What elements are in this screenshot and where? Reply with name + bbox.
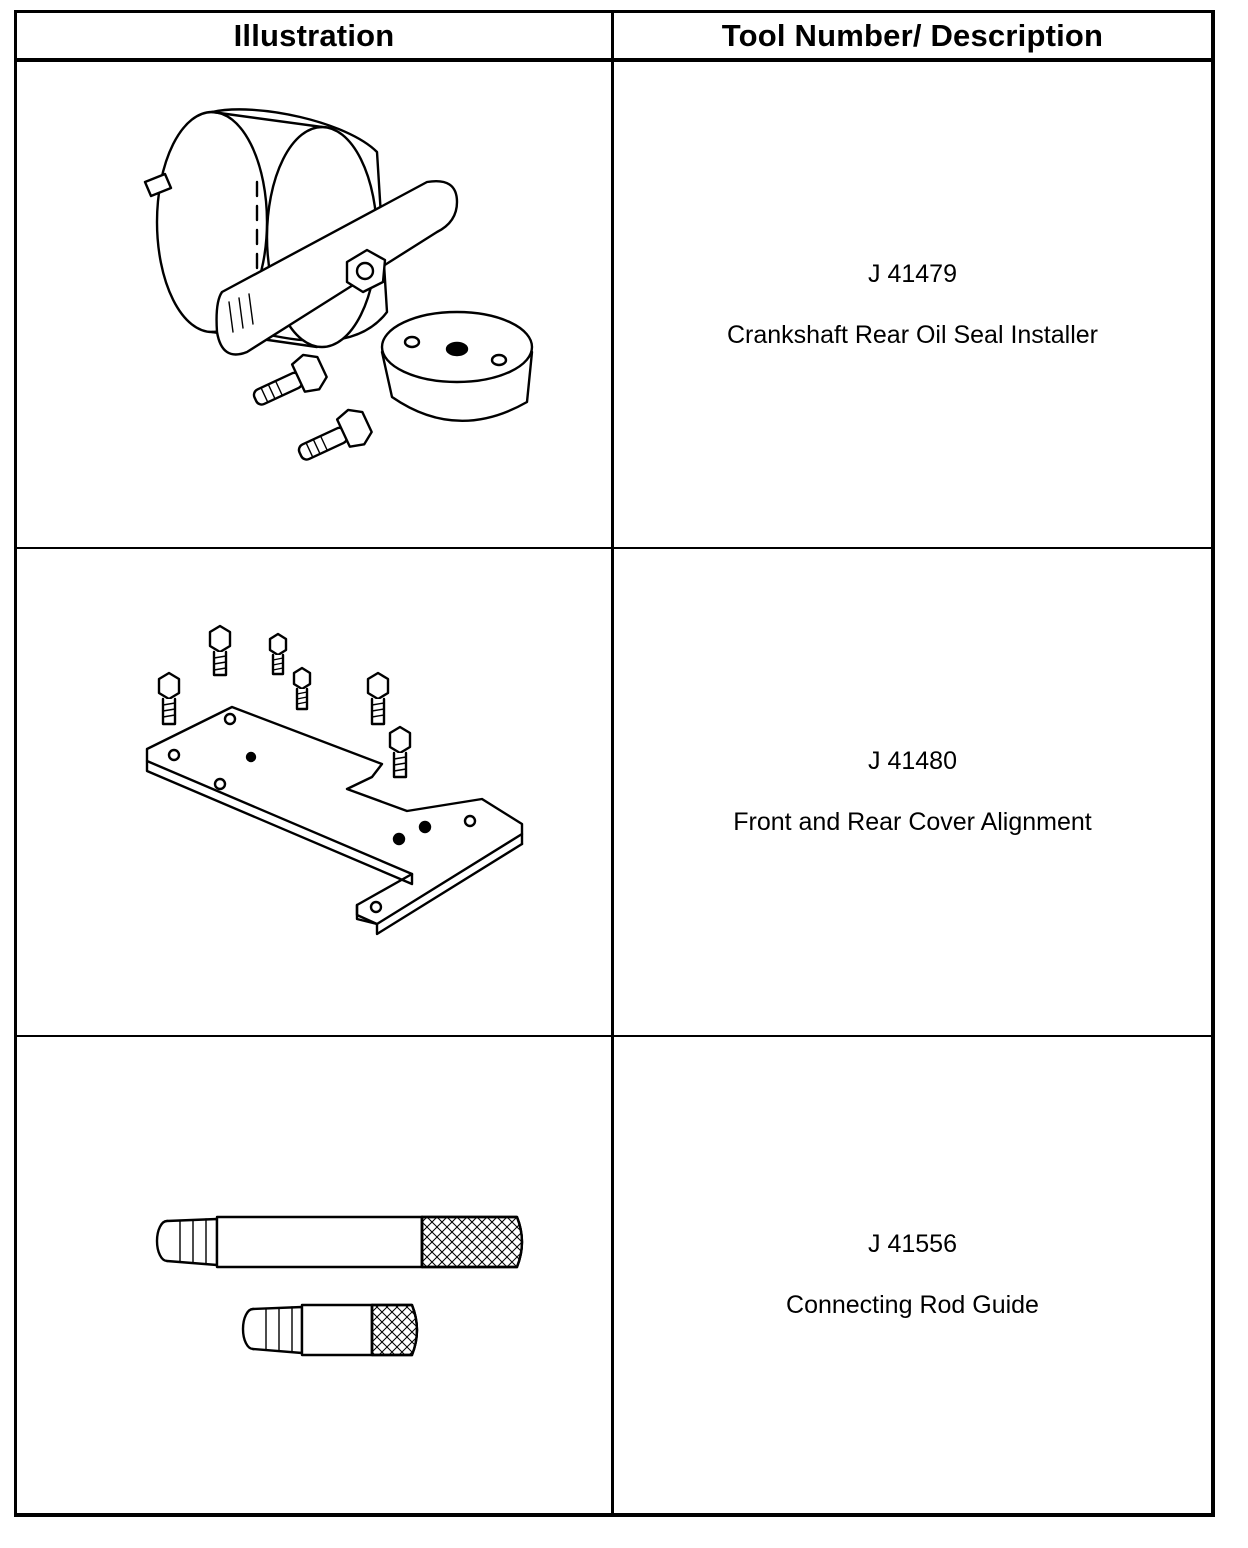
column-divider — [611, 10, 614, 1517]
header-illustration-label: Illustration — [233, 17, 395, 53]
table-border-bottom — [14, 1513, 1214, 1517]
table-row-3-description: J 41556 Connecting Rod Guide — [614, 1037, 1211, 1513]
row-divider — [14, 1035, 1214, 1037]
row-divider — [14, 547, 1214, 549]
long-guide-icon — [155, 1215, 524, 1269]
table-row-1-illustration — [17, 62, 611, 547]
tool-number: J 41479 — [868, 259, 957, 288]
tool-number: J 41556 — [868, 1230, 957, 1258]
tool-description: Crankshaft Rear Oil Seal Installer — [727, 320, 1098, 349]
table-row-2-description: J 41480 Front and Rear Cover Alignment — [614, 549, 1211, 1035]
table-border-right — [1211, 10, 1215, 1517]
tool-description: Connecting Rod Guide — [786, 1291, 1039, 1319]
table-border-top — [14, 10, 1214, 13]
header-divider — [14, 58, 1214, 62]
short-guide-icon — [241, 1303, 419, 1357]
bolt-icon — [157, 671, 181, 726]
table-row-3-illustration — [17, 1037, 611, 1513]
cover-alignment-plate-drawing-icon — [145, 624, 524, 936]
header-tool-number: Tool Number/ Description — [614, 13, 1211, 58]
seal-installer-drawing-icon — [143, 108, 534, 461]
rod-guide-drawing-icon — [155, 1215, 524, 1357]
tool-number: J 41480 — [868, 747, 957, 775]
tool-description: Front and Rear Cover Alignment — [733, 808, 1092, 836]
table-border-left — [14, 10, 17, 1517]
table-row-2-illustration — [17, 549, 611, 1035]
tool-table: Illustration Tool Number/ Description — [14, 10, 1215, 1517]
header-tool-label: Tool Number/ Description — [721, 17, 1104, 53]
table-row-1-description: J 41479 Crankshaft Rear Oil Seal Install… — [614, 62, 1211, 547]
header-illustration: Illustration — [17, 13, 611, 58]
